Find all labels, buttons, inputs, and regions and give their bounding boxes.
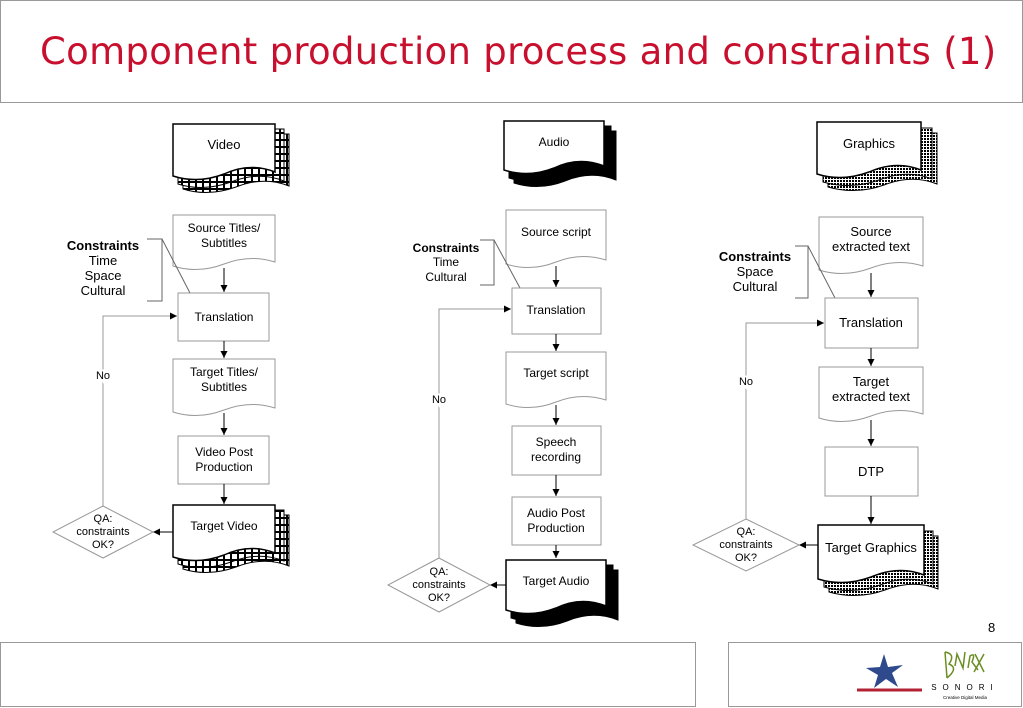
- graphics-translation-box: [824, 297, 919, 349]
- audio-target-label: Target script: [523, 366, 589, 380]
- graphics-column: Graphics Source extracted text Constrain…: [691, 121, 939, 596]
- graphics-header-label: Graphics: [843, 136, 896, 151]
- graphics-source-line2: extracted text: [832, 239, 910, 254]
- video-source-doc: Source Titles/ Subtitles: [172, 214, 276, 270]
- video-target-line2: Subtitles: [201, 380, 247, 394]
- audio-no-label: No: [432, 394, 446, 406]
- audio-post-line2: Production: [527, 521, 584, 535]
- audio-constraint-1: Time: [433, 255, 460, 269]
- video-no-label: No: [96, 370, 110, 382]
- audio-speech-line2: recording: [531, 450, 581, 464]
- graphics-constraints: Constraints Space Cultural: [719, 245, 836, 299]
- video-final-shape: Target Video: [172, 504, 290, 573]
- graphics-final-label: Target Graphics: [825, 540, 917, 555]
- video-qa-line2: constraints: [76, 526, 130, 538]
- graphics-constraints-title: Constraints: [719, 249, 791, 264]
- video-translation-label: Translation: [195, 310, 254, 324]
- audio-qa-diamond: [386, 557, 492, 613]
- graphics-translation-label: Translation: [839, 315, 903, 330]
- audio-header-shape: Audio: [503, 120, 617, 187]
- audio-speech-box: [511, 425, 602, 476]
- video-constraints: Constraints Time Space Cultural: [67, 238, 191, 302]
- video-constraint-2: Space: [85, 268, 122, 283]
- audio-target-doc: Target script: [505, 351, 607, 408]
- video-constraint-1: Time: [89, 253, 117, 268]
- audio-qa-line1: QA:: [430, 566, 449, 578]
- video-qa-line3: OK?: [92, 539, 114, 551]
- graphics-qa-line2: constraints: [719, 539, 773, 551]
- video-column: Video Source Titles/ Subtitles Constrain…: [51, 123, 290, 573]
- video-constraints-title: Constraints: [67, 238, 139, 253]
- audio-constraint-2: Cultural: [425, 270, 466, 284]
- video-post-line1: Video Post: [195, 445, 253, 459]
- audio-header-label: Audio: [539, 135, 570, 149]
- graphics-source-doc: Source extracted text: [818, 216, 924, 274]
- graphics-target-line2: extracted text: [832, 389, 910, 404]
- graphics-constraint-1: Space: [737, 264, 774, 279]
- graphics-qa-line3: OK?: [735, 552, 757, 564]
- audio-constraints: Constraints Time Cultural: [413, 239, 521, 289]
- page-number: 8: [988, 620, 996, 635]
- audio-source-label: Source script: [521, 225, 592, 239]
- video-source-line2: Subtitles: [201, 236, 247, 250]
- video-header-label: Video: [207, 137, 240, 152]
- graphics-dtp-label: DTP: [858, 464, 884, 479]
- audio-post-line1: Audio Post: [527, 506, 586, 520]
- graphics-target-line1: Target: [853, 374, 890, 389]
- logo-brand-text: SONORI: [931, 683, 999, 692]
- graphics-final-shape: Target Graphics: [817, 524, 939, 596]
- audio-final-shape: Target Audio: [505, 559, 619, 627]
- graphics-no-label: No: [739, 376, 753, 388]
- video-target-line1: Target Titles/: [190, 365, 259, 379]
- video-final-label: Target Video: [190, 519, 257, 533]
- footer-right-frame: [728, 642, 1022, 707]
- slide-title: Component production process and constra…: [40, 30, 997, 73]
- graphics-target-doc: Target extracted text: [818, 366, 924, 422]
- video-translation-box: [177, 292, 270, 342]
- audio-final-label: Target Audio: [523, 574, 590, 588]
- audio-constraints-title: Constraints: [413, 241, 480, 255]
- audio-translation-label: Translation: [527, 303, 586, 317]
- bnrx-signature-logo: [944, 651, 985, 679]
- audio-source-doc: Source script: [505, 209, 607, 268]
- graphics-dtp-box: [824, 446, 919, 497]
- audio-speech-line1: Speech: [536, 435, 577, 449]
- video-post-box: [177, 435, 270, 485]
- graphics-qa-diamond: [691, 518, 801, 572]
- video-header-shape: Video: [172, 123, 290, 193]
- audio-column: Audio Source script Constraints Time Cul…: [386, 120, 619, 627]
- graphics-source-line1: Source: [850, 224, 891, 239]
- logo-tagline: Creative Digital Media: [943, 695, 988, 700]
- graphics-constraint-2: Cultural: [733, 279, 778, 294]
- footer-left-frame: [0, 642, 696, 707]
- audio-qa-line3: OK?: [428, 592, 450, 604]
- video-constraint-3: Cultural: [81, 283, 126, 298]
- audio-qa-line2: constraints: [412, 579, 466, 591]
- video-target-doc: Target Titles/ Subtitles: [172, 358, 276, 416]
- graphics-header-shape: Graphics: [816, 121, 938, 191]
- star-icon: [866, 654, 903, 688]
- graphics-qa-line1: QA:: [737, 526, 756, 538]
- sonori-logo: SONORI Creative Digital Media: [857, 651, 999, 700]
- video-qa-diamond: [51, 505, 155, 559]
- video-post-line2: Production: [195, 460, 252, 474]
- video-qa-line1: QA:: [94, 513, 113, 525]
- video-source-line1: Source Titles/: [188, 221, 261, 235]
